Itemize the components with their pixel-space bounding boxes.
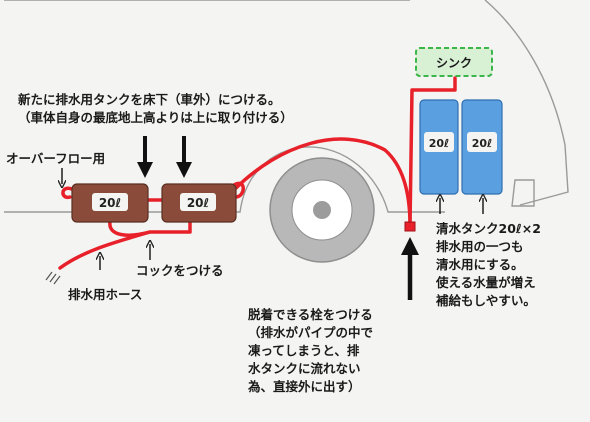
drain-tank-right: 20ℓ [161, 183, 237, 223]
fresh-tank-right: 20ℓ [461, 99, 503, 195]
hose-end-mark [45, 271, 61, 285]
arrows [62, 136, 483, 300]
valve-label: コックをつける [136, 263, 224, 278]
fresh-tank-right-label-box [467, 132, 497, 152]
drain-tank-left: 20ℓ [71, 183, 149, 223]
overflow-label: オーバーフロー用 [6, 151, 106, 166]
wheel [269, 157, 375, 263]
fresh-tank-right-label: 20ℓ [472, 137, 493, 150]
fresh-tank-left: 20ℓ [419, 99, 459, 195]
plug-label: 脱着できる栓をつける （排水がパイプの中で 凍ってしまうと、排 水タンクに流れな… [248, 307, 374, 394]
sink-label: シンク [436, 56, 472, 70]
pipes [58, 76, 457, 270]
body-rear-curve [484, 0, 569, 206]
bumper [511, 179, 535, 207]
sink: シンク [415, 47, 493, 77]
drain-tank-left-label-box [92, 193, 128, 211]
hub [313, 201, 331, 219]
drain-tank-right-label-box [180, 193, 216, 211]
sink-box [415, 47, 493, 77]
pipe-overflow-right [232, 181, 245, 199]
fresh-water-label: 清水タンク20ℓ×2 排水用の一つも 清水用にする。 使える水量が増え 補給もし… [436, 221, 541, 308]
drain-hose-label: 排水用ホース [68, 287, 143, 302]
pipe-overflow-left [61, 186, 76, 200]
pipe-drain-hose [58, 220, 192, 270]
fresh-tank-left-label: 20ℓ [429, 137, 450, 150]
pipe-sink-down [408, 76, 457, 227]
pipe-main-to-plug [234, 137, 412, 227]
drain-tank-instruction: 新たに排水用タンクを床下（車外）につける。 （車体自身の最底地上高よりは上に取り… [18, 92, 293, 125]
drain-tank-right-label: 20ℓ [187, 196, 209, 210]
fresh-tank-left-label-box [424, 132, 454, 152]
body-floor-line [4, 146, 445, 213]
drain-tank-left-label: 20ℓ [99, 196, 121, 210]
vehicle-body [4, 0, 569, 213]
drain-plug [404, 221, 416, 232]
